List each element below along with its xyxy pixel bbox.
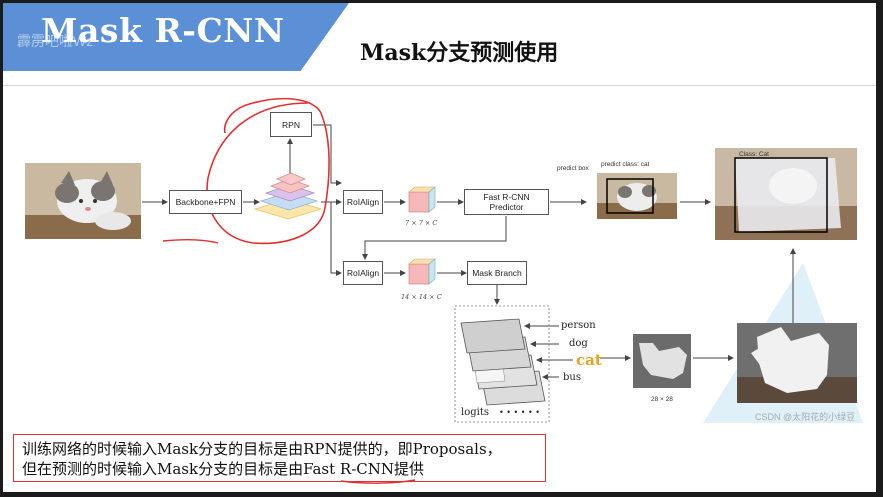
caption-box: 训练网络的时候输入Mask分支的目标是由RPN提供的，即Proposals， 但… bbox=[13, 434, 546, 482]
caption-line-2: 但在预测的时候输入Mask分支的目标是由Fast R-CNN提供 bbox=[22, 460, 425, 478]
roi-feature-cube-bottom bbox=[408, 258, 436, 285]
banner-title: Mask R-CNN bbox=[41, 11, 285, 50]
size-label-7: 7 × 7 × C bbox=[405, 219, 438, 227]
predict-class-label: predict class: cat bbox=[601, 161, 650, 168]
roialign-top-box: RoIAlign bbox=[343, 190, 383, 214]
csdn-watermark: CSDN @太阳花的小绿豆 bbox=[755, 412, 856, 422]
logits-label: logits bbox=[461, 407, 489, 418]
size-label-14: 14 × 14 × C bbox=[401, 293, 442, 301]
class-cat: cat bbox=[576, 351, 602, 369]
diagram-connectors bbox=[142, 97, 796, 484]
class-bus: bus bbox=[563, 372, 581, 383]
mask-logits-stack bbox=[460, 318, 546, 406]
banner-watermark: 霹雳吧啦Wz bbox=[17, 33, 94, 49]
mask-branch-box: Mask Branch bbox=[467, 261, 527, 285]
logits-dots: • • • • • • bbox=[499, 408, 541, 417]
fpn-pyramid-icon bbox=[253, 172, 323, 220]
rpn-box: RPN bbox=[270, 112, 312, 137]
result-class-label: Class: Cat bbox=[739, 151, 769, 158]
fast-rcnn-predictor-box: Fast R-CNN Predictor bbox=[464, 189, 549, 215]
slide-title: Mask分支预测使用 bbox=[360, 40, 559, 66]
title-banner bbox=[3, 3, 349, 71]
class-person: person bbox=[561, 320, 596, 331]
mask-size-label: 28 × 28 bbox=[651, 396, 673, 403]
roi-feature-cube-top bbox=[408, 186, 436, 213]
caption-line-1: 训练网络的时候输入Mask分支的目标是由RPN提供的，即Proposals， bbox=[22, 440, 502, 458]
slide: Mask R-CNN 霹雳吧啦Wz Mask分支预测使用 bbox=[3, 3, 876, 492]
masked-cat-image bbox=[737, 323, 857, 403]
fast-rcnn-label-line2: Predictor bbox=[489, 202, 524, 212]
input-cat-image bbox=[25, 163, 141, 239]
fast-rcnn-label-line1: Fast R-CNN bbox=[483, 192, 530, 202]
backbone-fpn-box: Backbone+FPN bbox=[169, 190, 242, 214]
predicted-box-image bbox=[597, 173, 677, 219]
class-dog: dog bbox=[569, 338, 588, 349]
final-result-image bbox=[715, 148, 857, 240]
red-annotation-circle bbox=[206, 97, 330, 245]
header-divider bbox=[3, 85, 876, 86]
roialign-bottom-box: RoIAlign bbox=[343, 261, 383, 285]
predict-box-label: predict box bbox=[557, 165, 589, 172]
predicted-mask-28x28 bbox=[633, 334, 691, 388]
